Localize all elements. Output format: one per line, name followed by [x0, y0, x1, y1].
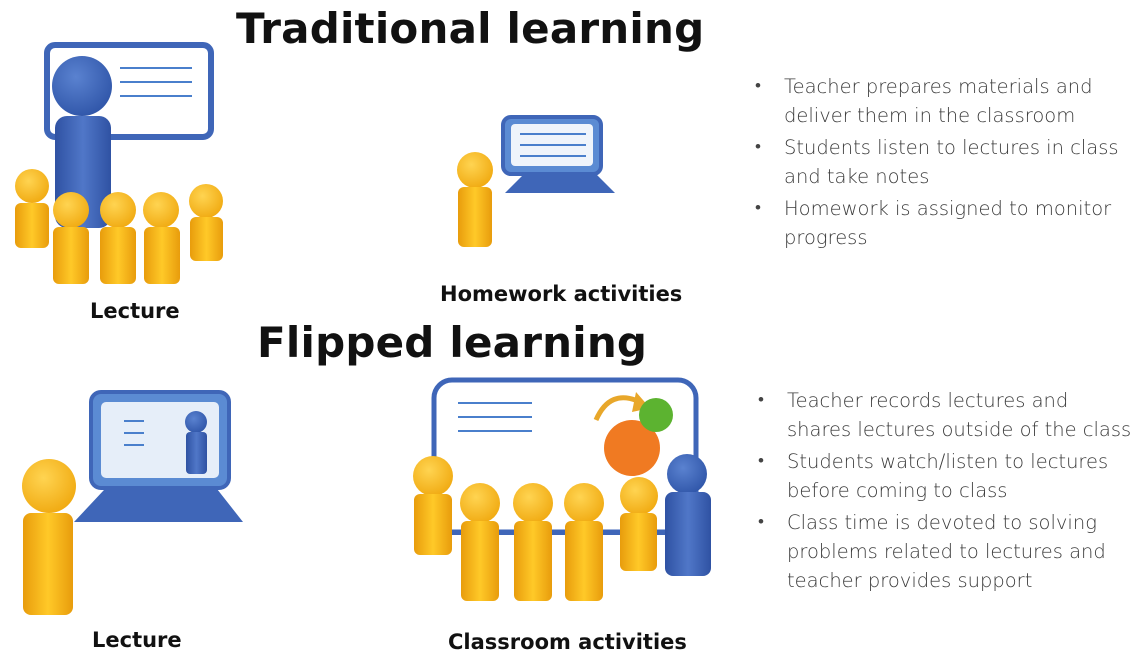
flipped-bullet: Students watch/listen to lectures before…: [758, 447, 1133, 505]
homework-caption: Homework activities: [440, 282, 683, 306]
traditional-title: Traditional learning: [236, 4, 705, 53]
flipped-bullet: Class time is devoted to solving problem…: [758, 508, 1133, 595]
classroom-illustration: [413, 377, 711, 601]
traditional-lecture-illustration: [15, 42, 223, 284]
traditional-lecture-caption: Lecture: [90, 299, 180, 323]
orange-circle: [604, 420, 660, 476]
traditional-bullet: Teacher prepares materials and deliver t…: [755, 72, 1125, 130]
student-figures: [413, 456, 658, 601]
traditional-bullet: Students listen to lectures in class and…: [755, 133, 1125, 191]
flipped-bullets: Teacher records lectures and shares lect…: [758, 386, 1133, 598]
recorded-teacher-figure: [185, 411, 207, 474]
classroom-caption: Classroom activities: [448, 630, 687, 654]
traditional-bullet: Homework is assigned to monitor progress: [755, 194, 1125, 252]
green-circle: [639, 398, 673, 432]
flipped-bullet: Teacher records lectures and shares lect…: [758, 386, 1133, 444]
flipped-lecture-illustration: [22, 390, 243, 615]
whiteboard-lines: [120, 67, 192, 97]
student-figure: [22, 459, 76, 615]
teacher-figure: [665, 454, 711, 576]
traditional-bullets: Teacher prepares materials and deliver t…: [755, 72, 1125, 255]
student-figure: [457, 152, 493, 247]
homework-illustration: [457, 115, 615, 247]
flipped-lecture-caption: Lecture: [92, 628, 182, 652]
flipped-title: Flipped learning: [257, 318, 648, 367]
student-figures: [15, 169, 223, 284]
